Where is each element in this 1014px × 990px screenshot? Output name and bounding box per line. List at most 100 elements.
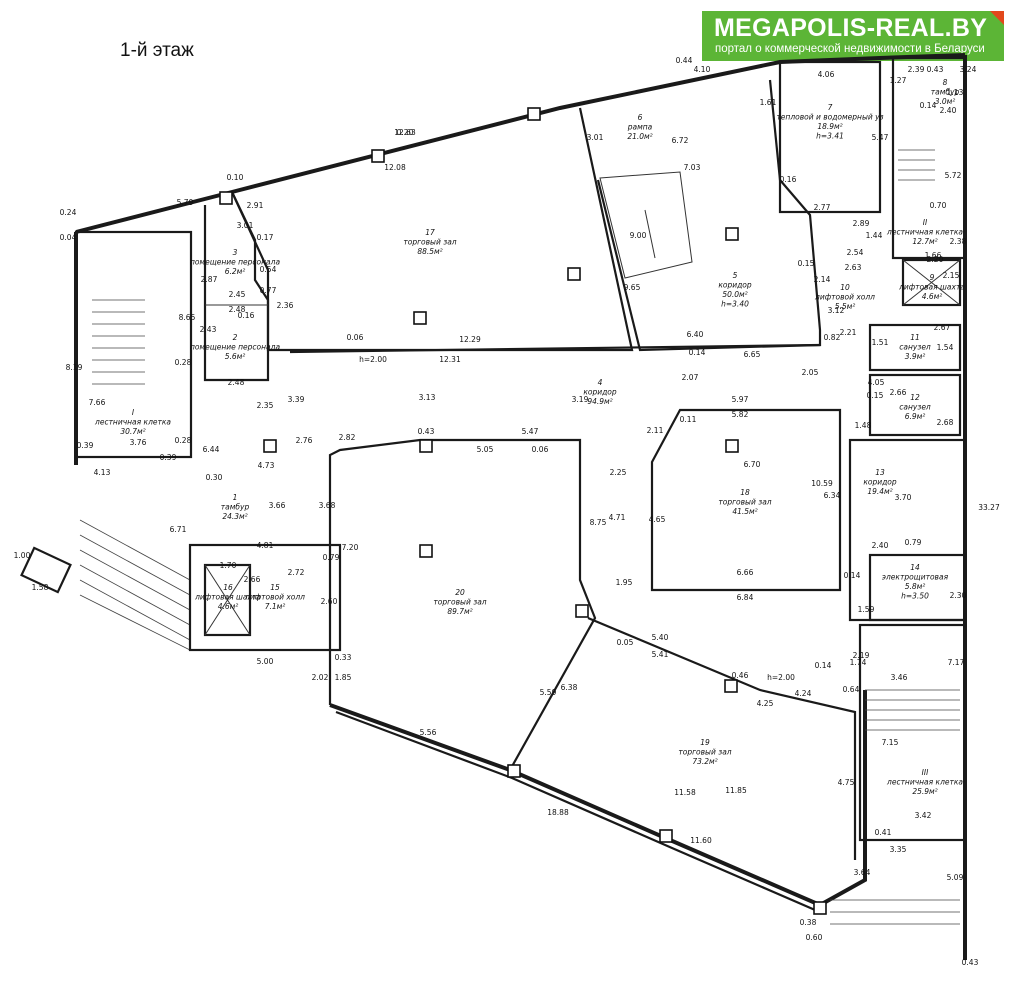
staircase-i-wall [74,230,193,459]
dimension-label: 12.08 [384,163,406,172]
floor-title: 1-й этаж [120,40,194,61]
dimension-label: 0.14 [689,348,706,357]
dimension-label: 0.43 [418,427,435,436]
room-area-label: 12.7м² [912,237,937,246]
dimension-label: 12.31 [439,355,461,364]
room-name-label: торговый зал [718,498,771,507]
dimension-label: 2.77 [814,203,831,212]
room-num-label: 15 [270,583,280,592]
dimension-label: 2.36 [277,301,294,310]
column [567,267,581,281]
room-area-label: 50.0м² [722,290,747,299]
dimension-label: 5.00 [257,657,274,666]
dimension-label: 0.43 [927,65,944,74]
dimension-label: 0.20 [397,128,414,137]
dimension-label: 2.38 [950,237,967,246]
dimension-label: 5.97 [732,395,749,404]
dimension-label: 0.79 [905,538,922,547]
room-name-label: лифтовая шахта [898,283,965,292]
room-area-label: 88.5м² [417,247,442,256]
room-num-label: 7 [828,103,833,112]
dimension-label: 2.20 [927,255,944,264]
corridor-line [289,343,821,354]
room-area-label: 89.7м² [447,607,472,616]
dimension-label: 11.58 [674,788,696,797]
room-name-label: лифтовой холл [814,293,875,302]
dimension-label: 9.65 [624,283,641,292]
dimension-label: 6.40 [687,330,704,339]
room-num-label: 19 [700,738,710,747]
dimension-label: 2.21 [840,328,857,337]
dimension-label: 6.34 [824,491,841,500]
dimension-label: 0.05 [617,638,634,647]
room-area-label: 7.1м² [265,602,286,611]
dimension-label: 0.30 [206,473,223,482]
room-name-label: лестничная клетка [94,418,171,427]
column [419,544,433,558]
dimension-label: 4.06 [818,70,835,79]
dimension-label: 1.74 [850,658,867,667]
dimension-label: 2.15 [943,271,960,280]
dimension-label: 1.27 [890,76,907,85]
column [725,227,739,241]
dimension-label: 0.39 [77,441,94,450]
dimension-label: 2.40 [940,106,957,115]
dimension-label: 3.35 [890,845,907,854]
room-num-label: 10 [840,283,850,292]
dimension-label: 1.66 [925,251,942,260]
dimension-label: 0.04 [60,233,77,242]
room-area-label: 21.0м² [627,132,652,141]
room-name-label: коридор [718,281,752,290]
room-name-label: торговый зал [433,598,486,607]
staff-rooms-wall [203,191,270,382]
dimension-label: 1.85 [335,673,352,682]
dimension-label: 2.60 [321,597,338,606]
dimension-label: 5.59 [540,688,557,697]
walls [20,53,967,960]
dimension-label: 0.15 [867,391,884,400]
dimension-label: 0.60 [806,933,823,942]
site-logo[interactable]: MEGAPOLIS-REAL.BY портал о коммерческой … [702,11,1004,61]
room-height-label: h=3.41 [816,132,844,141]
dimension-label: 9.00 [630,231,647,240]
outer-wall-north [75,53,966,234]
room-area-label: 3.0м² [935,97,956,106]
dimension-label: 4.10 [694,65,711,74]
dimension-label: h=2.00 [359,355,387,364]
room-name-label: лестничная клетка [886,228,963,237]
lift-shaft-9 [901,258,962,307]
room-num-label: I [132,408,135,417]
columns [219,107,827,915]
room-num-label: 1 [233,493,238,502]
dimension-label: 2.87 [201,275,218,284]
south-inner-line [335,710,823,915]
column [371,149,385,163]
dimension-label: 2.05 [802,368,819,377]
dimension-label: 0.10 [227,173,244,182]
room-11-wall [868,323,962,372]
dimension-label: 3.13 [419,393,436,402]
dimension-label: 0.11 [680,415,697,424]
lift-shaft-cross-2 [204,564,251,636]
dimension-label: 3.76 [130,438,147,447]
dimension-label: 0.15 [798,259,815,268]
dimension-label: 1.59 [858,605,875,614]
dimension-label: 0.77 [260,286,277,295]
dimension-label: 11.85 [725,786,747,795]
room-num-label: 11 [910,333,920,342]
column [724,679,738,693]
room-num-label: 8 [943,78,948,87]
room-name-label: санузел [899,403,931,412]
room-name-label: помещение персонала [190,343,281,352]
dimension-label: 0.82 [824,333,841,342]
dimension-label: 7.15 [882,738,899,747]
room-num-label: 5 [733,271,738,280]
dimension-label: 5.82 [732,410,749,419]
dimension-label: 1.61 [760,98,777,107]
dimension-label: 0.06 [532,445,549,454]
dimension-label: 0.16 [780,175,797,184]
dimension-label: 0.54 [260,265,277,274]
column [263,439,277,453]
dimension-label: 4.71 [609,513,626,522]
staircase-ii-steps [898,149,935,181]
